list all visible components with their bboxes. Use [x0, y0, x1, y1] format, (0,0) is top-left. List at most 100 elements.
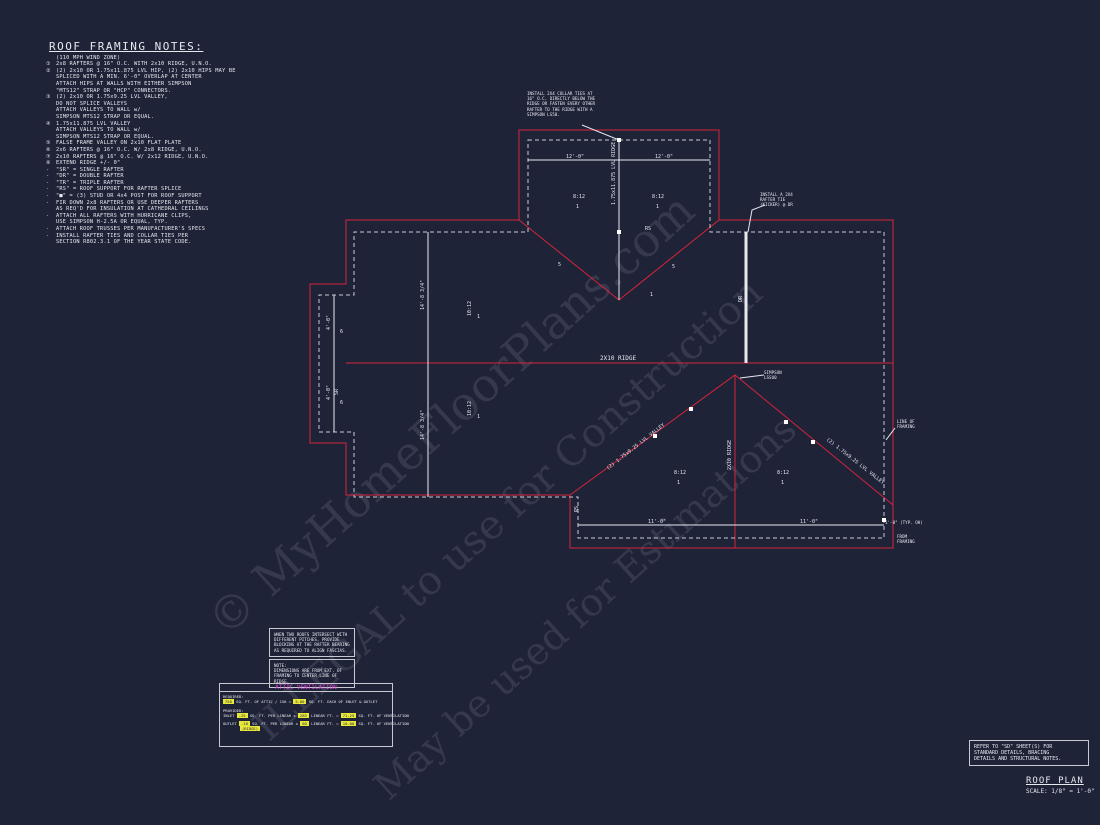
attic-inlet-text3: SQ. FT. OF VENTILATION	[358, 713, 409, 718]
label-overhang: 1'-0" (TYP. OH)	[885, 520, 923, 525]
attic-req-value2: 5.00	[293, 699, 307, 704]
note-text: "RS" = ROOF SUPPORT FOR RAFTER SPLICE	[56, 186, 182, 193]
attic-outlet-ridge-tag: (RIDGE)	[240, 726, 261, 731]
note-item: -ATTACH ALL RAFTERS WITH HURRICANE CLIPS…	[46, 213, 286, 226]
note-number: ①	[46, 61, 51, 68]
note-item: -ATTACH ROOF TRUSSES PER MANUFACTURER'S …	[46, 226, 286, 233]
attic-outlet-total: 10.80	[340, 721, 357, 726]
notes-list: (110 MPH WIND ZONE)① 2x8 RAFTERS @ 16" O.…	[46, 55, 286, 246]
leader-simpson	[739, 374, 765, 379]
note-number: -	[46, 212, 50, 219]
valley-left-label: (2) 1.75x9.25 LVL VALLEY	[606, 422, 667, 471]
attic-required-row: 750 SQ. FT. OF ATTIC / 150 = 5.00 SQ. FT…	[220, 699, 392, 704]
note-text: 2x8 RAFTERS @ 16" O.C. WITH 2x10 RIDGE, …	[56, 61, 212, 68]
leader-rafter-tie	[747, 204, 766, 233]
pitch-top-left: 8:12	[573, 194, 585, 200]
tag-1-d: 1	[477, 414, 480, 420]
right-ridge-label: 2X10 RIDGE	[727, 440, 733, 470]
attic-ventilation-table: ATTIC VENTILATION REQUIRED: 750 SQ. FT. …	[219, 683, 409, 747]
attic-outlet-text2: LINEAR FT. =	[311, 721, 339, 726]
roof-support-post	[617, 230, 621, 234]
note-text: "TR" = TRIPLE RAFTER	[56, 179, 124, 186]
note-item: ④ 1.75x11.875 LVL VALLEY ATTACH VALLEYS T…	[46, 121, 286, 141]
top-ridge-label: 1.75x11.875 LVL RIDGE	[611, 142, 617, 205]
attic-outlet-value: .18	[239, 721, 250, 726]
notes-title: ROOF FRAMING NOTES:	[49, 40, 204, 53]
dim-12-left: 12'-0"	[566, 154, 584, 160]
attic-inlet-label: INLET	[223, 713, 235, 718]
note-dimensions: NOTE: DIMENSIONS ARE FROM EXT. OF FRAMIN…	[269, 659, 355, 688]
roof-edge-outline	[309, 129, 894, 549]
sr-label: SR	[334, 388, 340, 395]
pitch-bottom-right: 8:12	[777, 470, 789, 476]
roof-support-post	[882, 518, 886, 522]
attic-req-value: 750	[223, 699, 234, 704]
main-ridge-label: 2X10 RIDGE	[600, 355, 637, 362]
tag-1-f: 1	[677, 480, 680, 486]
note-item: ⑤ FALSE FRAME VALLEY ON 2x10 FLAT PLATE	[46, 140, 286, 147]
note-item: -INSTALL RAFTER TIES AND COLLAR TIES PER…	[46, 233, 286, 246]
framing-line-dashed	[318, 139, 885, 539]
note-number: ⑤	[46, 140, 51, 147]
note-item: -"TR" = TRIPLE RAFTER	[46, 180, 286, 187]
sheet-scale: SCALE: 1/8" = 1'-0"	[1026, 788, 1095, 795]
tag-1-g: 1	[781, 480, 784, 486]
note-text: "DR" = DOUBLE RAFTER	[56, 173, 124, 180]
roof-support-post	[811, 440, 815, 444]
attic-inlet-value: .25	[236, 713, 248, 718]
note-item: -FIR DOWN 2x8 RAFTERS OR USE DEEPER RAFT…	[46, 200, 286, 213]
callout-rafter-tie: INSTALL A 2X4 RAFTER TIE (KICKER) @ DR	[760, 192, 793, 208]
attic-req-text1: SQ. FT. OF ATTIC / 150 =	[236, 699, 292, 704]
attic-outlet-ridge: (RIDGE)	[220, 726, 392, 731]
tag-1-a: 1	[576, 204, 579, 210]
tag-6-top: 6	[340, 329, 343, 335]
note-text: 2x6 RAFTERS @ 16" O.C. W/ 2x8 RIDGE, U.N…	[56, 146, 202, 153]
note-number: -	[46, 232, 50, 239]
tag-5-right: 5	[672, 264, 675, 270]
attic-inlet-row: INLET .25 SQ. FT. PER LINEAR x 285 LINEA…	[220, 713, 409, 718]
note-text: 1.75x11.875 LVL VALLEY ATTACH VALLEYS TO…	[56, 120, 155, 140]
attic-title: ATTIC VENTILATION	[220, 684, 392, 692]
note-item: (110 MPH WIND ZONE)	[46, 55, 286, 62]
note-number: -	[46, 186, 50, 193]
roof-support-post	[689, 407, 693, 411]
pitch-left-bottom: 10:12	[467, 401, 473, 416]
attic-outlet-row: OUTLET .18 SQ. FT. PER LINEAR x 60 LINEA…	[220, 721, 409, 726]
note-text: INSTALL RAFTER TIES AND COLLAR TIES PER …	[56, 232, 192, 246]
note-text: (2) 2x10 OR 1.75x11.875 LVL HIP, (2) 2x1…	[56, 67, 236, 94]
note-item: -"■" = (3) STUD OR 4x4 POST FOR ROOF SUP…	[46, 193, 286, 200]
note-text: EXTEND RIDGE +/- 0"	[56, 160, 121, 167]
dim-12-right: 12'-0"	[655, 154, 673, 160]
tag-6-bottom: 6	[340, 400, 343, 406]
dim-4-top: 4'-0"	[326, 315, 332, 330]
note-text: FALSE FRAME VALLEY ON 2x10 FLAT PLATE	[56, 140, 182, 147]
rs-label-bottom: RS	[574, 506, 580, 512]
note-item: ③ (2) 2x10 OR 1.75x9.25 LVL VALLEY, DO NO…	[46, 94, 286, 120]
roof-support-post	[617, 138, 621, 142]
attic-outlet-linear: 60	[300, 721, 309, 726]
note-item: -"DR" = DOUBLE RAFTER	[46, 173, 286, 180]
attic-inlet-text2: LINEAR FT. =	[311, 713, 339, 718]
leader-framing	[885, 427, 896, 441]
note-number: ②	[46, 67, 51, 74]
note-number: ④	[46, 120, 51, 127]
note-text: ATTACH ALL RAFTERS WITH HURRICANE CLIPS,…	[56, 212, 192, 226]
note-number: ③	[46, 94, 51, 101]
attic-inlet-linear: 285	[297, 713, 309, 718]
attic-required-label: REQUIRED:	[223, 694, 244, 699]
note-text: FIR DOWN 2x8 RAFTERS OR USE DEEPER RAFTE…	[56, 199, 209, 213]
note-text: (2) 2x10 OR 1.75x9.25 LVL VALLEY, DO NOT…	[56, 94, 168, 120]
note-two-roofs: WHEN TWO ROOFS INTERSECT WITH DIFFERENT …	[269, 628, 355, 657]
note-number: -	[46, 166, 50, 173]
tag-1-e: 1	[650, 292, 653, 298]
roof-framing-notes: ROOF FRAMING NOTES: (110 MPH WIND ZONE)①…	[46, 40, 286, 246]
note-item: -"SR" = SINGLE RAFTER	[46, 167, 286, 174]
note-item: ② (2) 2x10 OR 1.75x11.875 LVL HIP, (2) 2x…	[46, 68, 286, 94]
leader-collar	[581, 124, 620, 141]
note-number: ⑦	[46, 153, 51, 160]
attic-outlet-text: SQ. FT. PER LINEAR x	[252, 721, 298, 726]
dim-14-top: 14'-8 3/4"	[420, 280, 426, 310]
